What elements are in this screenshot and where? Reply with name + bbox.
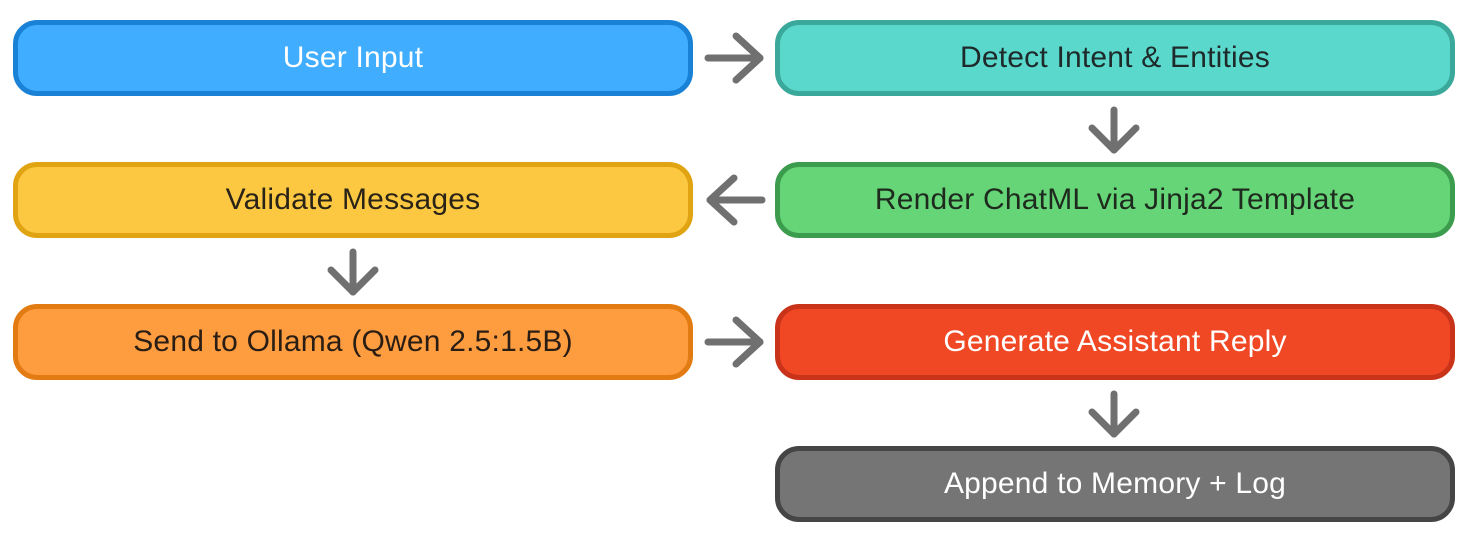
node-append-memory-label: Append to Memory + Log	[943, 467, 1287, 500]
arrow-down-icon	[1088, 390, 1140, 438]
node-append-memory: Append to Memory + Log	[775, 446, 1455, 522]
arrow-left-icon	[706, 174, 766, 226]
node-render-chatml-label: Render ChatML via Jinja2 Template	[874, 183, 1356, 216]
node-validate-messages: Validate Messages	[13, 162, 693, 238]
node-generate-reply-label: Generate Assistant Reply	[943, 325, 1287, 358]
arrow-right-icon	[704, 32, 764, 84]
arrow-down-icon	[1088, 106, 1140, 154]
node-generate-reply: Generate Assistant Reply	[775, 304, 1455, 380]
node-detect-intent-label: Detect Intent & Entities	[960, 41, 1270, 74]
node-user-input: User Input	[13, 20, 693, 96]
arrow-right-icon	[704, 316, 764, 368]
arrow-head	[732, 32, 764, 84]
node-user-input-label: User Input	[282, 41, 424, 74]
node-validate-messages-label: Validate Messages	[225, 183, 481, 216]
arrow-head	[732, 316, 764, 368]
node-detect-intent: Detect Intent & Entities	[775, 20, 1455, 96]
arrow-down-icon	[327, 248, 379, 296]
arrow-head	[706, 174, 738, 226]
node-render-chatml: Render ChatML via Jinja2 Template	[775, 162, 1455, 238]
node-send-to-ollama-label: Send to Ollama (Qwen 2.5:1.5B)	[133, 325, 573, 358]
node-send-to-ollama: Send to Ollama (Qwen 2.5:1.5B)	[13, 304, 693, 380]
